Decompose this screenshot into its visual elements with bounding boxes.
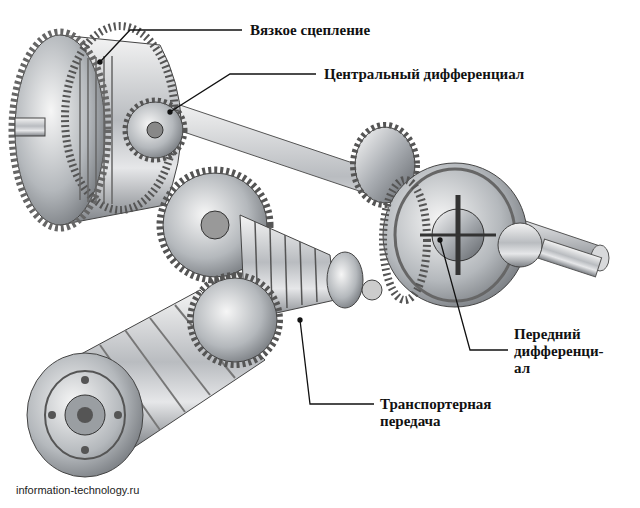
part-label: Передний дифференци- ал <box>512 326 606 377</box>
watermark: information-technology.ru <box>14 484 141 497</box>
part-label: Вязкое сцепление <box>248 22 372 39</box>
part-label: Центральный дифференциал <box>322 66 526 83</box>
part-label: Транспортерная передача <box>378 396 494 430</box>
